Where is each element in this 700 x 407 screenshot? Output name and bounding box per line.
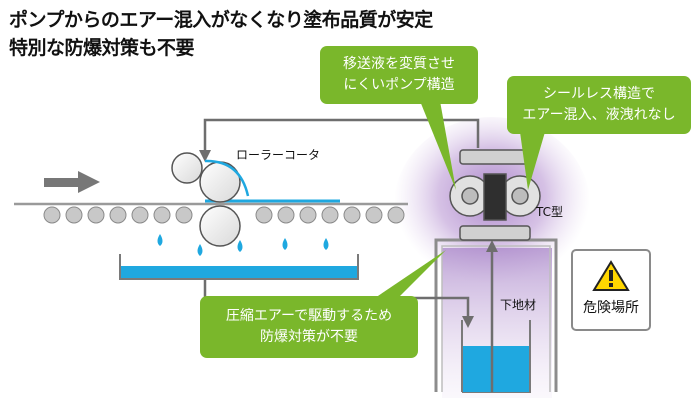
label-hazard-area: 危険場所 bbox=[583, 300, 639, 316]
callout-pump-structure-line2: にくいポンプ構造 bbox=[343, 77, 455, 93]
callout-explosion-proof: 圧縮エアーで駆動するため 防爆対策が不要 bbox=[200, 296, 418, 358]
callout-explosion-proof-line1: 圧縮エアーで駆動するため bbox=[225, 308, 393, 324]
collection-tray bbox=[119, 254, 359, 280]
callout-pump-structure: 移送液を変質させ にくいポンプ構造 bbox=[320, 46, 478, 104]
callout-tail-top-right bbox=[520, 132, 545, 190]
feed-arrow-head bbox=[78, 171, 100, 193]
callout-tail-bottom-left bbox=[372, 250, 446, 300]
label-roller-coater: ローラーコータ bbox=[236, 148, 321, 162]
label-pump-model: TC型 bbox=[536, 205, 564, 219]
tray-liquid bbox=[121, 266, 357, 278]
headline-line-1: ポンプからのエアー混入がなくなり塗布品質が安定 bbox=[9, 9, 433, 31]
conveyor-rollers bbox=[43, 206, 405, 224]
label-substrate: 下地材 bbox=[500, 298, 537, 312]
callout-sealless: シールレス構造で エアー混入、液洩れなし bbox=[507, 76, 691, 134]
coater-rollers bbox=[171, 152, 241, 247]
substrate-liquid bbox=[463, 346, 529, 392]
callout-pump-structure-line1: 移送液を変質させ bbox=[343, 56, 455, 72]
liquid-droplets bbox=[157, 234, 329, 256]
diaphragm-pump bbox=[449, 149, 541, 241]
callout-sealless-line1: シールレス構造で bbox=[543, 86, 655, 102]
return-pipe-arrow bbox=[203, 118, 480, 152]
callout-explosion-proof-line2: 防爆対策が不要 bbox=[260, 329, 358, 345]
headline-line-2: 特別な防爆対策も不要 bbox=[9, 37, 195, 59]
callout-tail-top-center bbox=[420, 101, 456, 190]
callout-sealless-line2: エアー混入、液洩れなし bbox=[522, 107, 676, 123]
feed-arrow-shaft bbox=[44, 178, 80, 187]
